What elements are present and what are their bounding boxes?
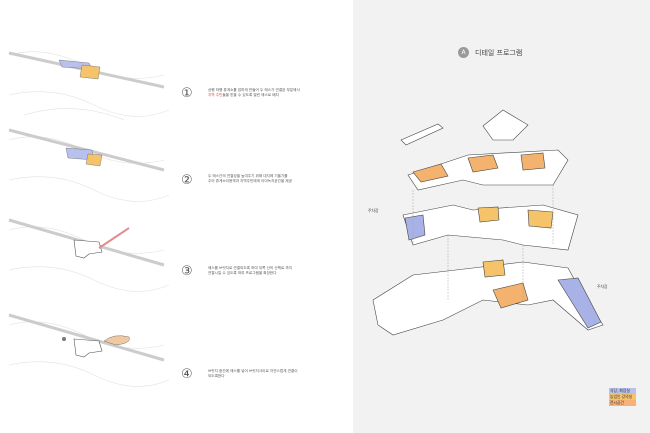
legend-item-farmer-classroom: 농업인 강의실: [609, 394, 636, 400]
step-number: ①: [181, 86, 193, 101]
site-diagram-2: [8, 128, 170, 202]
legend-item-restaurant-restroom: 식당, 화장실: [609, 388, 636, 394]
site-diagram-1: [8, 51, 170, 121]
step-number: ③: [181, 264, 193, 279]
section-badge: A: [458, 47, 469, 58]
parking-label-left: 주차장: [368, 208, 379, 213]
roof-piece-right: [482, 109, 529, 141]
step-number: ②: [181, 173, 193, 188]
parking-label-right: 주차장: [597, 284, 608, 289]
step-number: ④: [181, 367, 193, 382]
legend-item-exhibition: 전시공간: [609, 400, 636, 406]
roof-piece-left: [400, 123, 444, 146]
legend: 식당, 화장실 농업인 강의실 전시공간: [609, 388, 636, 406]
highlight-text: 지역 주민: [208, 93, 223, 97]
detail-title: A 디테일 프로그램: [458, 47, 522, 58]
site-diagram-4: [8, 313, 170, 387]
exploded-axonometric: [372, 109, 604, 336]
detail-title-text: 디테일 프로그램: [475, 48, 523, 57]
site-diagram-3: [8, 218, 170, 292]
